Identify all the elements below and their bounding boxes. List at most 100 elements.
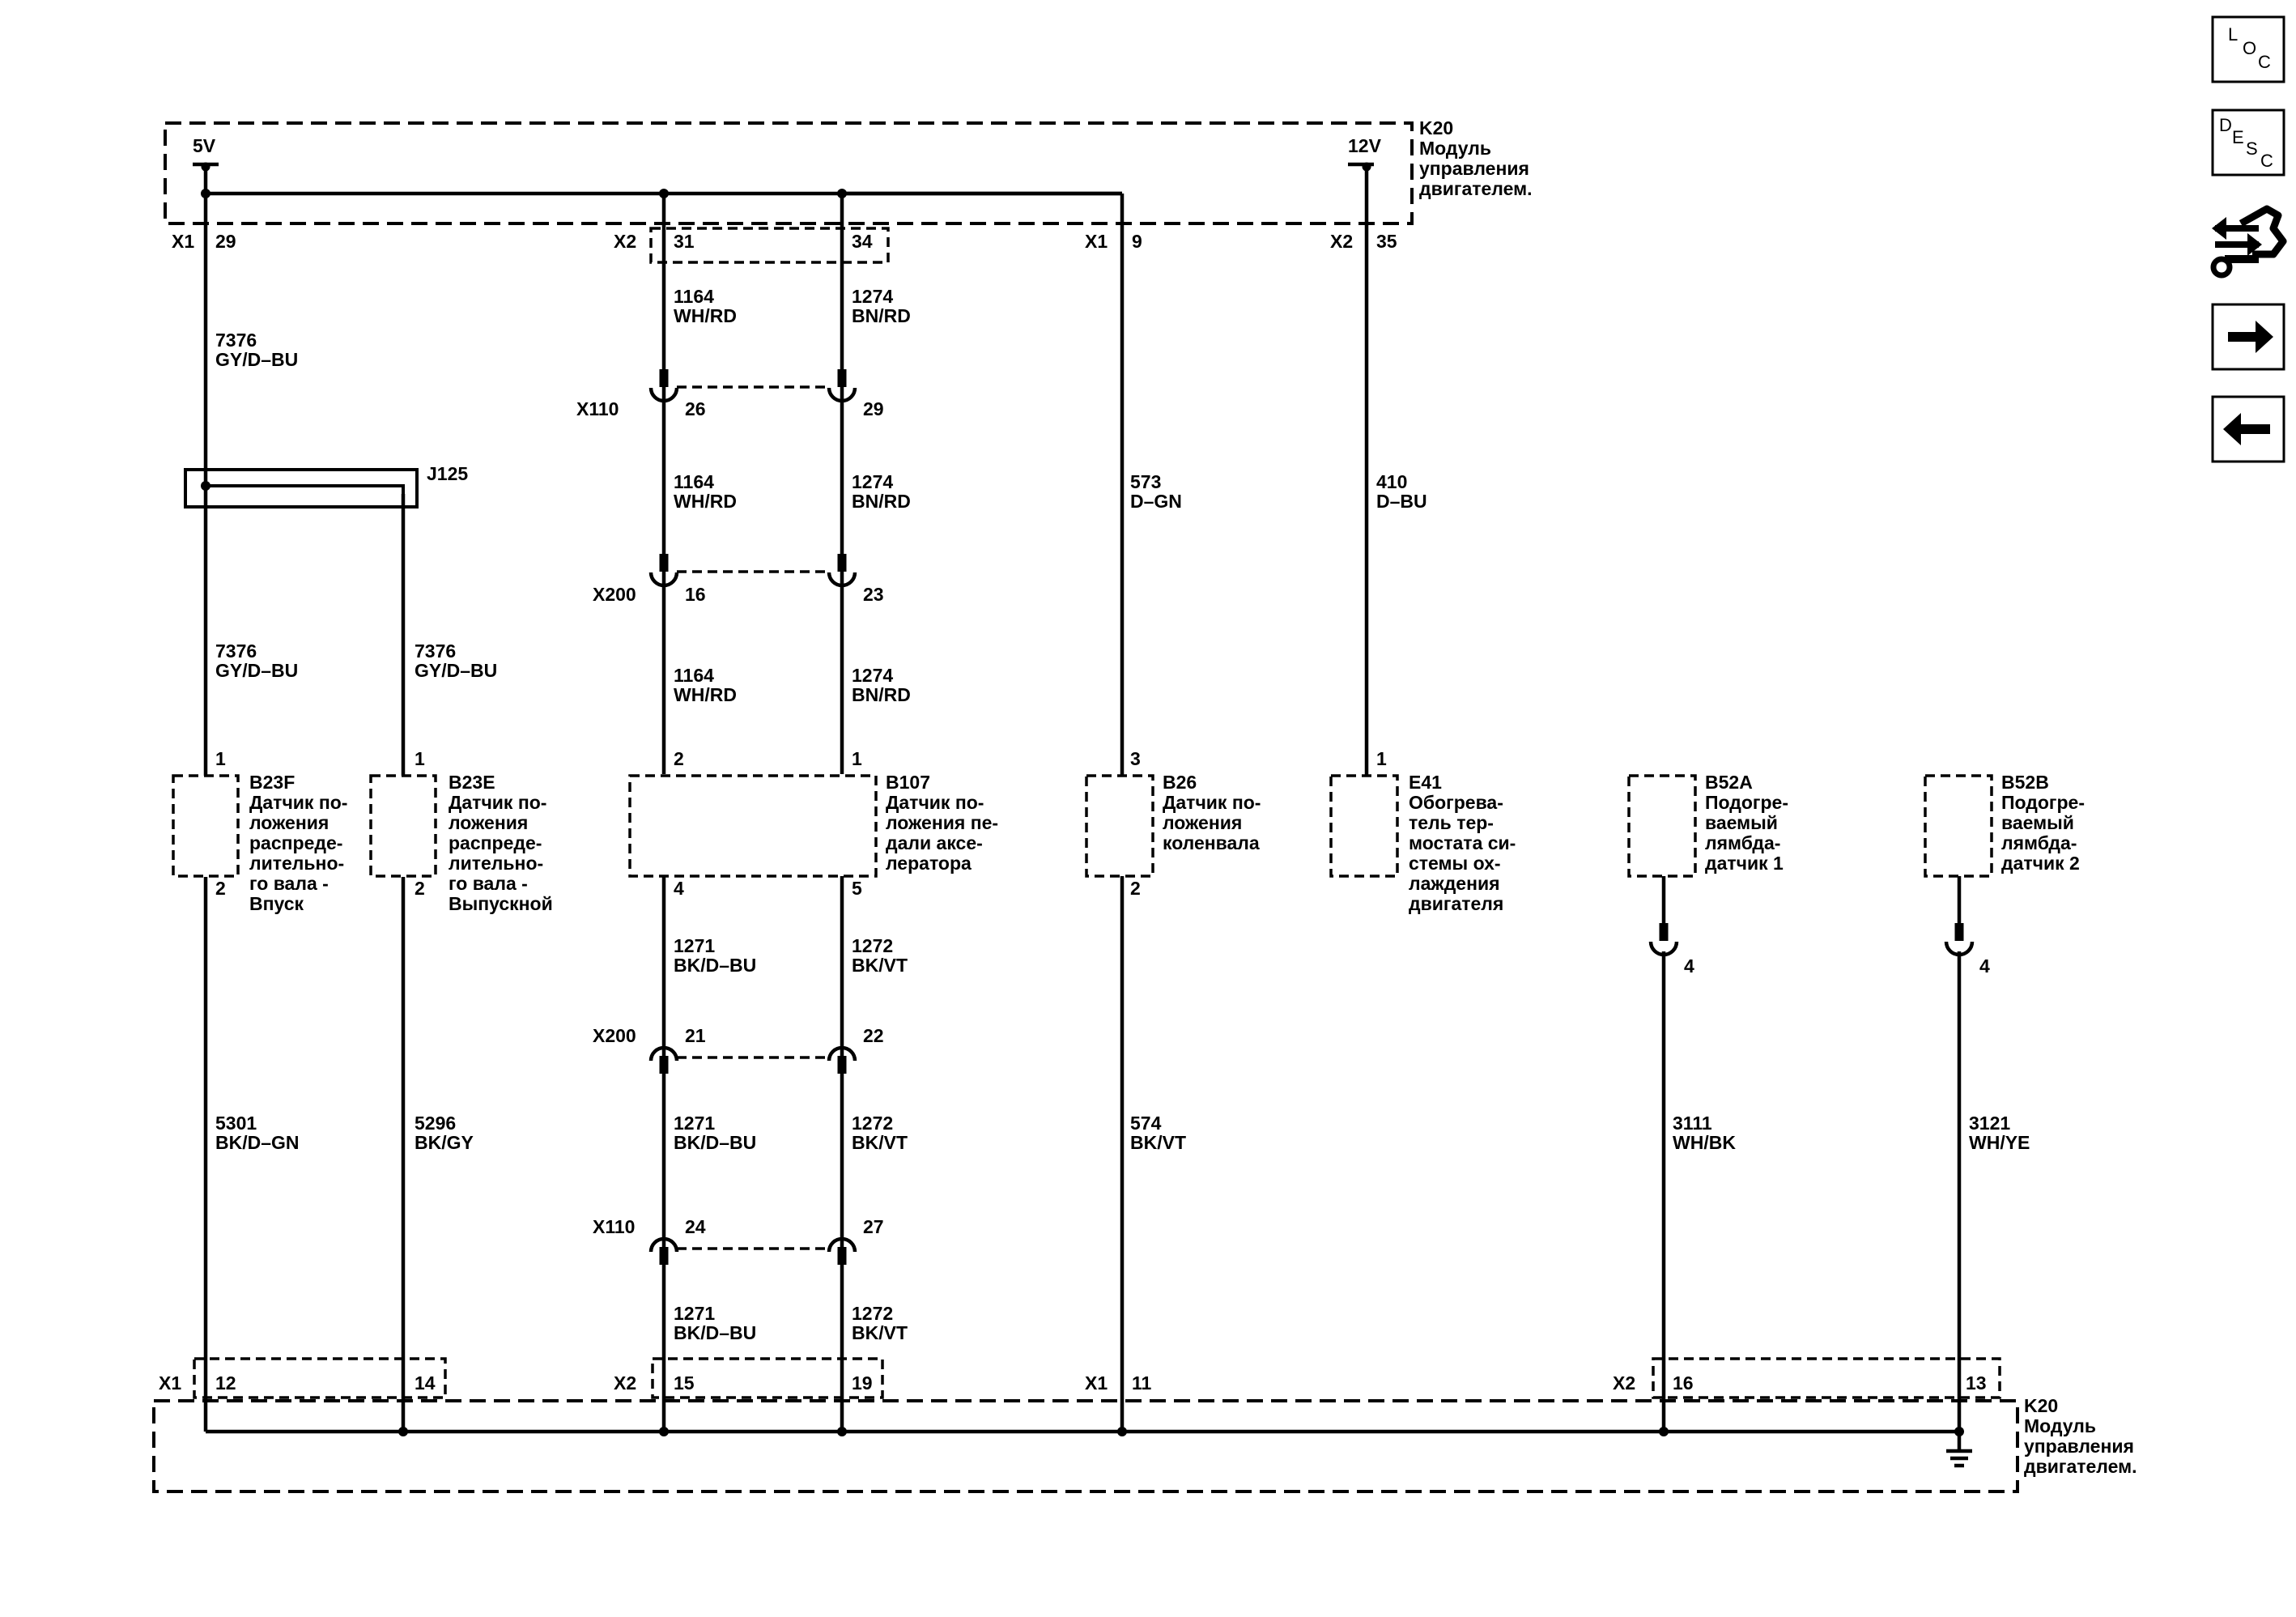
inline-connector-x200-b	[648, 1045, 857, 1074]
conn-x110-a-name: X110	[576, 398, 619, 419]
wire-label-5301-num: 5301	[215, 1113, 257, 1134]
component-b107	[628, 774, 878, 878]
wire-label-573-color: D–GN	[1130, 491, 1182, 512]
connector-tool-icon[interactable]	[2210, 205, 2287, 279]
loc-button[interactable]: L O C	[2211, 15, 2285, 83]
bottom-pin-16: 16	[1673, 1372, 1694, 1394]
arrow-right-icon	[2228, 321, 2273, 353]
wire-label-3111-color: WH/BK	[1673, 1132, 1736, 1153]
b107-desc-1: Датчик по-	[886, 792, 984, 813]
wire-label-1164-c-color: WH/RD	[674, 684, 737, 705]
bottom-pin-conn-x2-15: X2	[614, 1372, 636, 1394]
wire-label-1164-a-color: WH/RD	[674, 305, 737, 326]
desc-letter-e: E	[2232, 127, 2244, 147]
wire-label-1271-b-color: BK/D–BU	[674, 1132, 756, 1153]
x2-bottom-connector-box-a	[651, 1357, 884, 1399]
supply-5v-label: 5V	[193, 135, 216, 156]
wire-label-3121-num: 3121	[1969, 1113, 2010, 1134]
splice-bar	[206, 484, 405, 494]
b23e-desc-3: распреде-	[449, 832, 542, 853]
b107-desc-4: лератора	[886, 853, 972, 874]
wire-label-7376-a-num: 7376	[215, 330, 257, 351]
b26-pin-3: 3	[1130, 748, 1141, 769]
wire-label-5296-num: 5296	[415, 1113, 456, 1134]
component-b23e	[369, 774, 437, 878]
b23e-desc-6: Выпускной	[449, 893, 553, 914]
k20-bottom-id: K20	[2024, 1395, 2058, 1416]
arrow-left-icon	[2223, 413, 2270, 445]
previous-page-button[interactable]	[2211, 395, 2285, 463]
wire-label-1164-b-color: WH/RD	[674, 491, 737, 512]
wire-label-1274-b-color: BN/RD	[852, 491, 911, 512]
b107-pin-4: 4	[674, 878, 684, 899]
b26-id: B26	[1163, 772, 1197, 793]
wire-label-1272-b-num: 1272	[852, 1113, 893, 1134]
wire-label-5296-color: BK/GY	[415, 1132, 474, 1153]
wire-label-7376-c-num: 7376	[415, 640, 456, 662]
inline-connector-b52b	[1944, 923, 1975, 957]
wire-label-1272-c-color: BK/VT	[852, 1322, 908, 1343]
top-pin-conn-x1-9: X1	[1085, 231, 1108, 252]
inline-connector-x110-a	[648, 369, 857, 403]
component-b26	[1085, 774, 1154, 878]
top-pin-31: 31	[674, 231, 695, 252]
loc-letter-o: O	[2243, 38, 2256, 58]
k20-bottom-name-1: Модуль	[2024, 1415, 2096, 1436]
conn-b52b-pin-4: 4	[1979, 955, 1990, 977]
next-page-button[interactable]	[2211, 303, 2285, 371]
b107-id: B107	[886, 772, 930, 793]
component-b52b	[1924, 774, 1993, 878]
b107-desc-2: ложения пе-	[886, 812, 998, 833]
desc-letter-d: D	[2219, 115, 2232, 135]
b23f-pin-1: 1	[215, 748, 226, 769]
b26-desc-3: коленвала	[1163, 832, 1260, 853]
conn-x200-a-name: X200	[593, 584, 636, 605]
e41-id: E41	[1409, 772, 1442, 793]
conn-b52a-pin-4: 4	[1684, 955, 1694, 977]
desc-letter-s: S	[2246, 138, 2258, 159]
b52b-id: B52B	[2001, 772, 2049, 793]
wire-label-1274-a-color: BN/RD	[852, 305, 911, 326]
b26-desc-1: Датчик по-	[1163, 792, 1261, 813]
component-b23f	[172, 774, 240, 878]
b23e-pin-1: 1	[415, 748, 425, 769]
b23f-id: B23F	[249, 772, 295, 793]
conn-x110-b-name: X110	[593, 1216, 635, 1237]
x1-bottom-connector-box-a	[193, 1357, 447, 1399]
wire-label-7376-c-color: GY/D–BU	[415, 660, 497, 681]
loc-letter-c: C	[2258, 52, 2271, 72]
desc-button[interactable]: D E S C	[2211, 109, 2285, 177]
wire-label-7376-b-num: 7376	[215, 640, 257, 662]
splice-j125-label: J125	[427, 463, 468, 484]
b23e-desc-5: го вала -	[449, 873, 528, 894]
top-pin-34: 34	[852, 231, 873, 252]
b52a-desc-2: ваемый	[1705, 812, 1778, 833]
wire-label-1271-a-color: BK/D–BU	[674, 955, 756, 976]
supply-12v-label: 12V	[1348, 135, 1382, 156]
b23f-desc-2: ложения	[249, 812, 329, 833]
component-e41	[1329, 774, 1399, 878]
wire-label-3111-num: 3111	[1673, 1113, 1712, 1134]
wire-label-1274-c-num: 1274	[852, 665, 893, 686]
b26-desc-2: ложения	[1163, 812, 1242, 833]
x2-top-connector-box	[649, 227, 890, 264]
conn-x200-a-pin-23: 23	[863, 584, 884, 605]
wire-label-1272-c-num: 1272	[852, 1303, 893, 1324]
loc-letter-l: L	[2228, 24, 2238, 45]
bottom-pin-15: 15	[674, 1372, 695, 1394]
bottom-pin-conn-x1-12: X1	[159, 1372, 181, 1394]
e41-desc-2: тель тер-	[1409, 812, 1494, 833]
b52b-desc-1: Подогре-	[2001, 792, 2085, 813]
b52a-desc-4: датчик 1	[1705, 853, 1784, 874]
e41-desc-6: двигателя	[1409, 893, 1503, 914]
b107-pin-5: 5	[852, 878, 862, 899]
b26-pin-2: 2	[1130, 878, 1141, 899]
top-pin-35: 35	[1376, 231, 1397, 252]
k20-bottom-name-3: двигателем.	[2024, 1456, 2137, 1477]
wire-label-1164-c-num: 1164	[674, 665, 714, 686]
wire-label-1274-c-color: BN/RD	[852, 684, 911, 705]
e41-desc-5: лаждения	[1409, 873, 1500, 894]
wire-label-1271-a-num: 1271	[674, 935, 715, 956]
wire-label-574-color: BK/VT	[1130, 1132, 1186, 1153]
